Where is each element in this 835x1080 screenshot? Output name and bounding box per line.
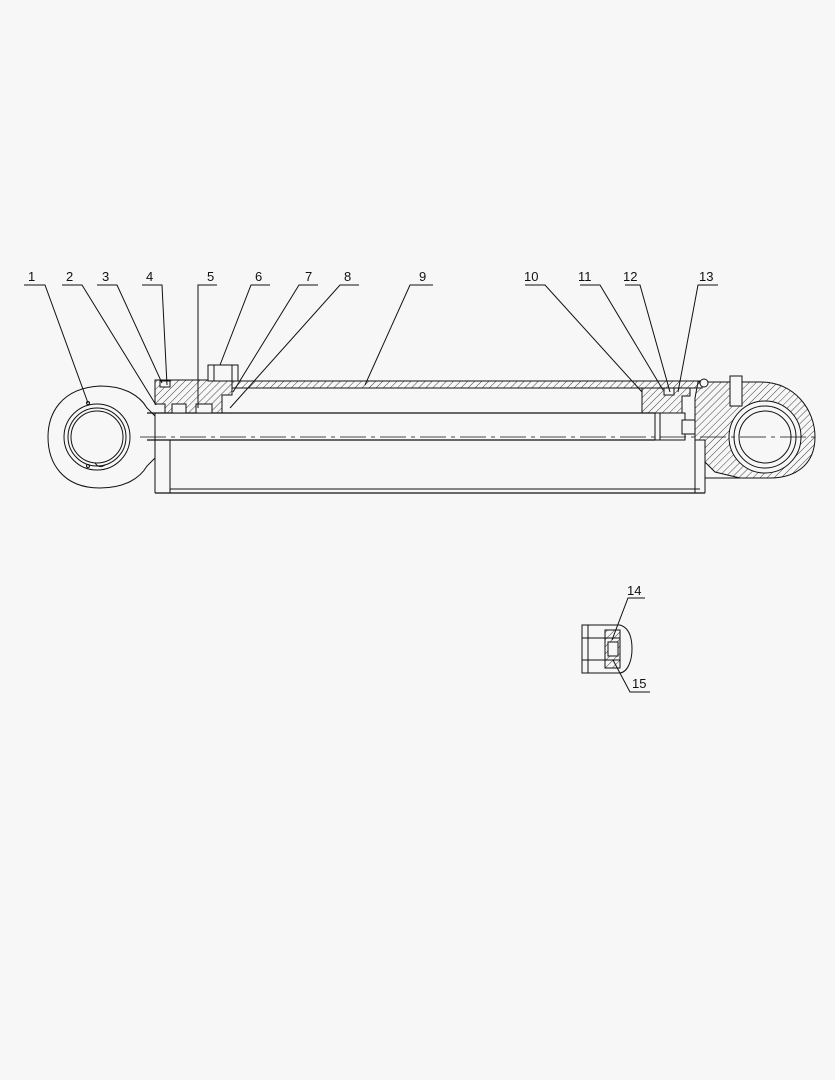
callout-10: 10 bbox=[524, 269, 538, 284]
callout-13: 13 bbox=[699, 269, 713, 284]
callout-9: 9 bbox=[419, 269, 426, 284]
callout-2: 2 bbox=[66, 269, 73, 284]
callout-8: 8 bbox=[344, 269, 351, 284]
callout-6: 6 bbox=[255, 269, 262, 284]
callout-4: 4 bbox=[146, 269, 153, 284]
piston bbox=[641, 387, 696, 441]
detail-view bbox=[581, 624, 633, 674]
callout-7: 7 bbox=[305, 269, 312, 284]
callout-labels: 1 2 3 4 5 6 7 8 9 10 11 12 13 14 15 bbox=[28, 269, 713, 691]
callout-11: 11 bbox=[578, 269, 592, 284]
leader-lines bbox=[24, 284, 718, 693]
gland-head bbox=[154, 364, 239, 414]
piston-rod bbox=[147, 412, 655, 441]
callout-12: 12 bbox=[623, 269, 637, 284]
callout-5: 5 bbox=[207, 269, 214, 284]
callout-15: 15 bbox=[632, 676, 646, 691]
base-eye bbox=[694, 375, 816, 479]
callout-3: 3 bbox=[102, 269, 109, 284]
callout-1: 1 bbox=[28, 269, 35, 284]
rod-eye bbox=[47, 385, 156, 489]
callout-14: 14 bbox=[627, 583, 641, 598]
